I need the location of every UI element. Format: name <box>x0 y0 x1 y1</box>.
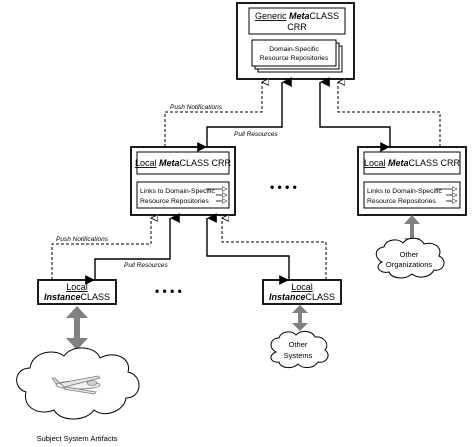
other-systems-line2: Systems <box>284 351 313 360</box>
subject-system-artifacts-label: Subject System Artifacts <box>37 434 118 443</box>
instance-right-box: Local InstanceCLASS <box>262 279 342 305</box>
other-organizations-line2: Organizations <box>386 260 433 269</box>
ellipsis-lower: • • • • <box>155 284 182 298</box>
instance-left-line1: Local <box>66 282 88 292</box>
pull-resources-label-bottom: Pull Resources <box>124 262 168 269</box>
other-organizations-line1: Other <box>400 250 419 259</box>
uav-aircraft-icon <box>51 375 101 395</box>
local-crr-left-links-2: Resource Repositories <box>140 198 209 205</box>
push-connector-top-right <box>337 82 441 147</box>
cloud-subject-system-artifacts <box>16 347 140 420</box>
instance-right-line1: Local <box>291 282 313 292</box>
cloud-other-systems: Other Systems <box>270 330 329 369</box>
pull-connector-top-left <box>197 77 292 152</box>
local-crr-right-title: Local MetaCLASS CRR <box>364 158 461 168</box>
instance-left-box: Local InstanceCLASS <box>37 279 117 305</box>
instance-right-line2: InstanceCLASS <box>269 292 335 302</box>
other-systems-line1: Other <box>289 340 308 349</box>
arrow-to-other-systems <box>292 305 308 331</box>
push-notifications-label-top: Push Notifications <box>170 104 223 111</box>
local-crr-right-box: Local MetaCLASS CRR Links to Domain-Spec… <box>357 146 467 216</box>
pull-connector-bottom-right <box>206 213 290 285</box>
push-connector-bottom-left <box>51 218 151 280</box>
generic-repo-label-2: Resource Repositories <box>260 55 329 62</box>
generic-crr-title: Generic MetaCLASS <box>255 11 339 21</box>
local-crr-left-title: Local MetaCLASS CRR <box>135 158 232 168</box>
pull-connector-bottom-left <box>85 213 180 285</box>
local-crr-right-links-1: Links to Domain-Specific <box>367 188 442 195</box>
push-notifications-label-bottom: Push Notifications <box>56 236 109 243</box>
arrow-to-subject-artifacts <box>66 306 88 350</box>
local-crr-left-links-1: Links to Domain-Specific <box>140 188 215 195</box>
push-connector-bottom-right <box>221 218 327 280</box>
generic-repo-label-1: Domain-Specific <box>269 46 319 53</box>
pull-connector-top-right <box>319 77 391 152</box>
instance-left-line2: InstanceCLASS <box>44 292 110 302</box>
pull-resources-label-top: Pull Resources <box>234 131 278 138</box>
local-crr-left-box: Local MetaCLASS CRR Links to Domain-Spec… <box>130 146 236 216</box>
generic-crr-box: Generic MetaCLASS CRR Domain-Specific Re… <box>236 2 355 80</box>
local-crr-right-links-2: Resource Repositories <box>367 198 436 205</box>
ellipsis-upper: • • • • <box>270 180 297 194</box>
cloud-other-organizations: Other Organizations <box>375 237 445 279</box>
generic-crr-subtitle: CRR <box>287 22 307 32</box>
